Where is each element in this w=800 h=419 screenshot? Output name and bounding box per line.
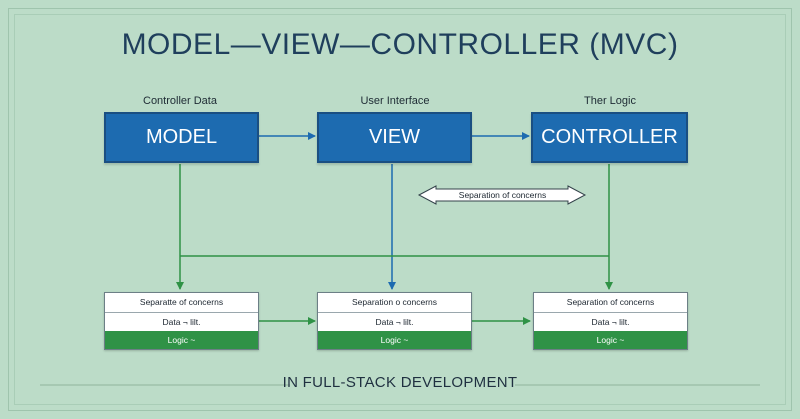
separation-label: Separation of concerns [458, 190, 547, 200]
card-row-concerns: Separatte of concerns [105, 293, 258, 313]
outer-frame [8, 8, 792, 411]
card-row-logic: Logic ~ [534, 331, 687, 349]
card-row-data: Data ¬ lilt. [162, 317, 201, 327]
card-row-data: Data ¬ lilt. [591, 317, 630, 327]
model-box: MODEL [104, 112, 259, 163]
diagram-title: MODEL—VIEW—CONTROLLER (MVC) [121, 28, 679, 61]
controller-detail-card: Separation of concerns Data ¬ lilt. Logi… [533, 292, 688, 350]
separation-double-arrow [417, 185, 587, 205]
model-detail-card: Separatte of concerns Data ¬ lilt. Logic… [104, 292, 259, 350]
view-box-label: VIEW [368, 126, 421, 148]
model-box-label: MODEL [145, 126, 218, 148]
card-row-logic: Logic ~ [318, 331, 471, 349]
controller-box-label: CONTROLLER [541, 126, 678, 148]
card-row-data: Data ¬ lilt. [375, 317, 414, 327]
controller-caption: Ther Logic [584, 95, 636, 107]
card-row-concerns: Separation o concerns [318, 293, 471, 313]
inner-frame [14, 14, 786, 405]
card-row-concerns: Separation of concerns [534, 293, 687, 313]
controller-box: CONTROLLER [531, 112, 688, 163]
view-box: VIEW [317, 112, 472, 163]
model-caption: Controller Data [143, 95, 217, 107]
card-row-logic: Logic ~ [105, 331, 258, 349]
footer-caption: IN FULL-STACK DEVELOPMENT [282, 374, 518, 391]
view-detail-card: Separation o concerns Data ¬ lilt. Logic… [317, 292, 472, 350]
view-caption: User Interface [360, 95, 430, 107]
